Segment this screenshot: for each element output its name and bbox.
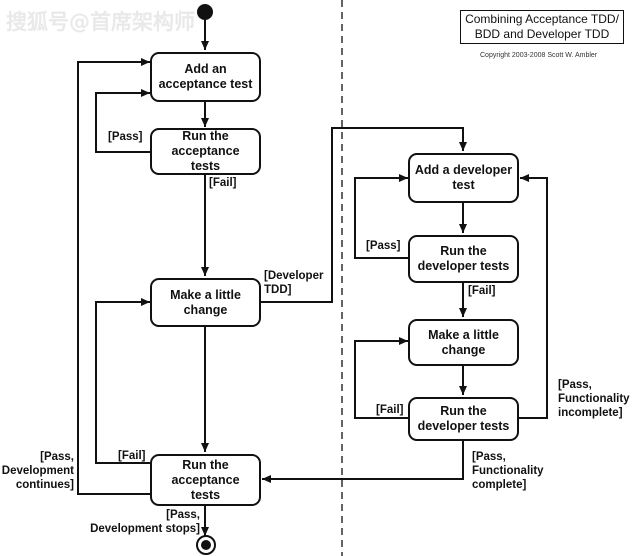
watermark: 搜狐号@首席架构师 [6,10,195,34]
node-add-acceptance-test: Add an acceptance test [150,52,261,102]
node-make-change-right: Make a little change [408,319,519,366]
node-run-developer-tests-1: Run the developer tests [408,235,519,283]
guard-fail-right-1: [Fail] [468,285,496,297]
edge-pass-top [95,89,150,153]
node-run-acceptance-tests-1: Run the acceptance tests [150,128,261,175]
guard-pass-func-complete: [Pass, Functionality complete] [472,451,544,491]
guard-pass-right: [Pass] [366,240,401,252]
edge-fail-bottom [95,298,150,464]
guard-fail-top: [Fail] [209,177,237,189]
diagram-title: Combining Acceptance TDD/ BDD and Develo… [460,10,624,44]
node-make-change-left: Make a little change [150,278,261,327]
node-run-acceptance-tests-2: Run the acceptance tests [150,454,261,506]
edge-func-complete [262,441,464,483]
edge-continue [77,58,150,495]
edge-fail-right-2 [354,337,408,419]
guard-pass-func-incomplete: [Pass, Functionality incomplete] [558,379,630,419]
copyright-note: Copyright 2003-2008 Scott W. Ambler [480,52,598,59]
guard-developer-tdd: [Developer TDD] [264,270,324,296]
edge-developer-tdd [260,127,467,303]
edge-func-incomplete [518,174,548,419]
final-node [196,535,216,555]
edge-pass-right [354,174,408,259]
guard-pass-dev-stops: [Pass, Development stops] [90,509,200,535]
node-add-developer-test: Add a developer test [408,153,519,203]
guard-fail-bottom-left: [Fail] [118,450,146,462]
node-run-developer-tests-2: Run the developer tests [408,397,519,441]
guard-pass-top: [Pass] [108,131,143,143]
guard-fail-right-2: [Fail] [376,404,404,416]
initial-node [197,4,213,20]
guard-pass-dev-continues: [Pass, Development continues] [1,451,74,491]
